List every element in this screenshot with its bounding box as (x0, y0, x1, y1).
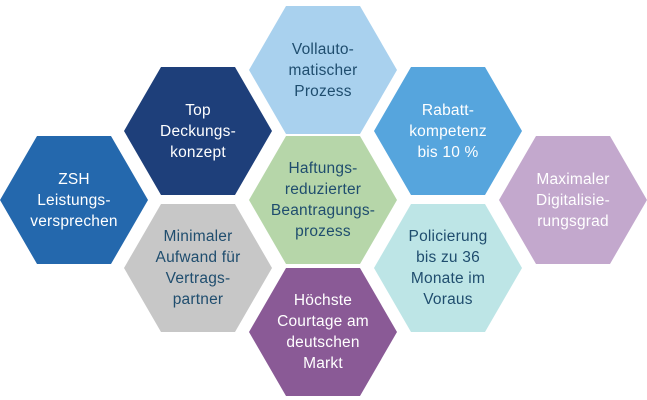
hexagon-vollautomatisch-label: Vollauto- matischer Prozess (288, 40, 358, 100)
hexagon-digitalisierung: Maximaler Digitalisie- rungsgrad (499, 136, 647, 264)
hexagon-zsh: ZSH Leistungs- versprechen (0, 136, 148, 264)
hexagon-courtage-label: Höchste Courtage am deutschen Markt (277, 292, 369, 372)
hexagon-policierung-label: Policierung bis zu 36 Monate im Voraus (408, 228, 488, 308)
hexagon-deckungskonzept-label: Top Deckungs- konzept (160, 101, 236, 161)
hexagon-aufwand: Minimaler Aufwand für Vertrags- partner (124, 204, 272, 332)
hexagon-courtage: Höchste Courtage am deutschen Markt (249, 268, 397, 396)
hexagon-aufwand-label: Minimaler Aufwand für Vertrags- partner (155, 228, 241, 308)
hexagon-haftung-label: Haftungs- reduzierter Beantragungs- proz… (270, 160, 376, 240)
hexagon-deckungskonzept: Top Deckungs- konzept (124, 67, 272, 195)
hexagon-rabatt-label: Rabatt- kompetenz bis 10 % (409, 101, 487, 161)
hexagon-vollautomatisch: Vollauto- matischer Prozess (249, 6, 397, 134)
hexagon-rabatt: Rabatt- kompetenz bis 10 % (374, 67, 522, 195)
hexagon-digitalisierung-label: Maximaler Digitalisie- rungsgrad (536, 170, 610, 230)
hexagon-haftung: Haftungs- reduzierter Beantragungs- proz… (249, 136, 397, 264)
hexagon-zsh-label: ZSH Leistungs- versprechen (30, 170, 118, 230)
hexagon-policierung: Policierung bis zu 36 Monate im Voraus (374, 204, 522, 332)
